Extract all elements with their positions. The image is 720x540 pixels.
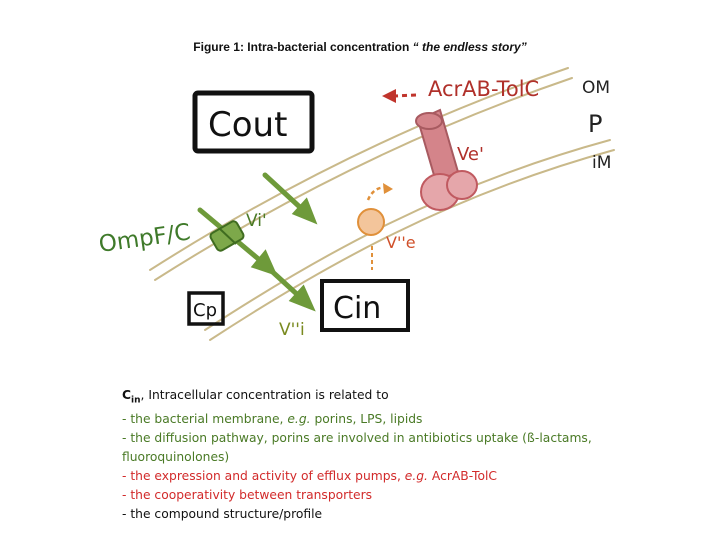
efflux-pump-icon <box>415 108 478 211</box>
membrane-diagram: Cout Cp Cin OmpF/C Vi' V''i AcrAB-TolC V… <box>97 67 615 341</box>
c-p-label: Cp <box>193 300 217 321</box>
figure-title-subtitle: “ the endless story” <box>412 40 527 54</box>
figure-title: Figure 1: Intra-bacterial concentration … <box>0 40 720 54</box>
c-in-label: Cin <box>333 291 381 326</box>
inner-membrane <box>204 139 615 341</box>
rate-ve2-label: V''e <box>386 233 416 252</box>
caption-lead-sub: in <box>131 395 141 406</box>
influx-arrows <box>197 172 318 312</box>
outer-membrane <box>149 67 573 281</box>
c-in-box: Cin <box>320 279 410 332</box>
c-out-box: Cout <box>192 90 315 154</box>
caption-item-3-em: e.g. <box>404 469 428 484</box>
rate-vi1-label: Vi' <box>246 211 267 231</box>
caption-lead-c: C <box>122 388 132 402</box>
caption: Cin, Intracellular concentration is rela… <box>122 386 642 524</box>
periplasmic-transporter-icon <box>357 183 393 270</box>
efflux-arrow <box>382 89 417 103</box>
layer-im-label: iM <box>592 153 611 173</box>
caption-lead: Cin, Intracellular concentration is rela… <box>122 386 642 410</box>
caption-item-4: - the cooperativity between transporters <box>122 486 642 505</box>
layer-p-label: P <box>588 110 602 138</box>
caption-item-1-em: e.g. <box>287 412 311 427</box>
caption-item-5: - the compound structure/profile <box>122 505 642 524</box>
caption-item-3-pre: - the expression and activity of efflux … <box>122 469 405 484</box>
rate-vi2-label: V''i <box>279 320 305 340</box>
c-p-box: Cp <box>187 291 225 326</box>
caption-lead-rest: , Intracellular concentration is related… <box>140 388 389 402</box>
caption-item-1-pre: - the bacterial membrane, <box>122 412 288 427</box>
caption-item-2-text: - the diffusion pathway, porins are invo… <box>122 431 592 465</box>
layer-om-label: OM <box>582 78 610 98</box>
rate-ve1-label: Ve' <box>457 144 484 165</box>
c-out-label: Cout <box>208 105 287 145</box>
caption-item-3-post: AcrAB-TolC <box>427 469 497 484</box>
pump-label: AcrAB-TolC <box>428 77 539 101</box>
caption-item-3: - the expression and activity of efflux … <box>122 467 642 486</box>
caption-item-4-text: - the cooperativity between transporters <box>122 488 373 503</box>
porin-icon <box>209 220 245 252</box>
caption-item-5-text: - the compound structure/profile <box>122 507 323 522</box>
caption-item-1: - the bacterial membrane, e.g. porins, L… <box>122 410 642 429</box>
caption-item-2: - the diffusion pathway, porins are invo… <box>122 429 642 467</box>
figure-title-main: Figure 1: Intra-bacterial concentration <box>193 40 410 54</box>
caption-item-1-post: porins, LPS, lipids <box>310 412 423 427</box>
